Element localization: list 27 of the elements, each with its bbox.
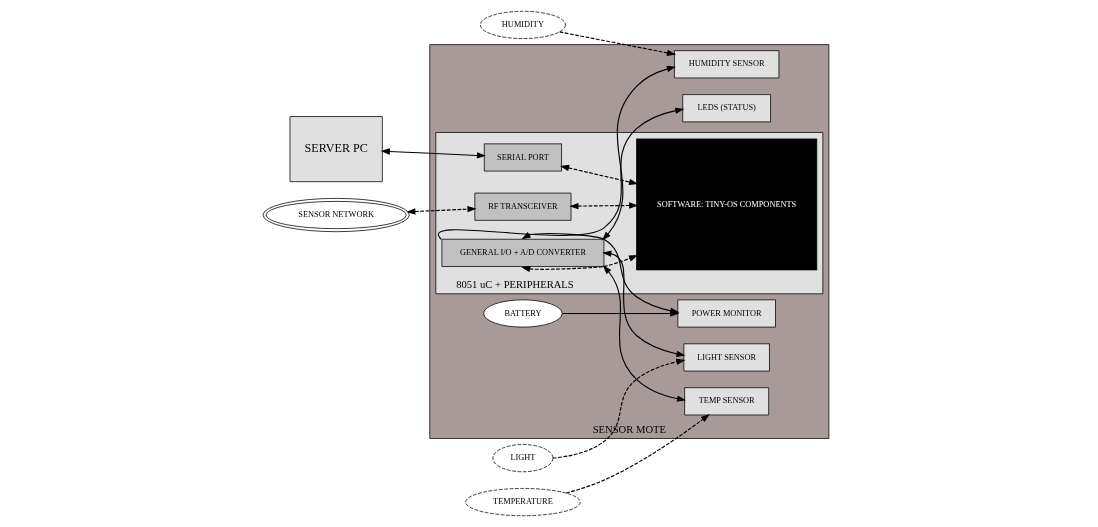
node-ellipse: HUMIDITY — [480, 10, 566, 39]
arrow — [602, 250, 686, 357]
arrow — [552, 358, 686, 459]
node-box: TEMP SENSOR — [684, 387, 770, 416]
arrow — [521, 255, 639, 273]
arrow — [602, 65, 676, 241]
arrow — [569, 202, 639, 210]
node-box: SOFTWARE: TINY-OS COMPONENTS — [636, 138, 818, 271]
arrow — [559, 31, 677, 56]
node-box: LIGHT SENSOR — [683, 343, 770, 372]
arrow — [565, 414, 710, 494]
node-box: SERVER PC — [289, 116, 383, 183]
node-ellipse: LIGHT — [492, 444, 554, 473]
node-box: GENERAL I/O + A/D CONVERTER — [441, 238, 605, 267]
arrow — [560, 164, 639, 186]
node-ellipse: BATTERY — [483, 299, 563, 328]
arrow — [380, 148, 486, 159]
arrow — [602, 265, 687, 402]
node-box: POWER MONITOR — [677, 299, 776, 328]
arrow — [437, 107, 685, 240]
arrow — [521, 232, 680, 314]
node-box: LEDS (STATUS) — [682, 94, 771, 123]
arrow — [406, 205, 477, 215]
node-ellipse: TEMPERATURE — [465, 488, 581, 517]
node-box: RF TRANSCEIVER — [474, 192, 572, 221]
node-box: SERIAL PORT — [483, 143, 562, 172]
node-box: HUMIDITY SENSOR — [674, 50, 780, 79]
